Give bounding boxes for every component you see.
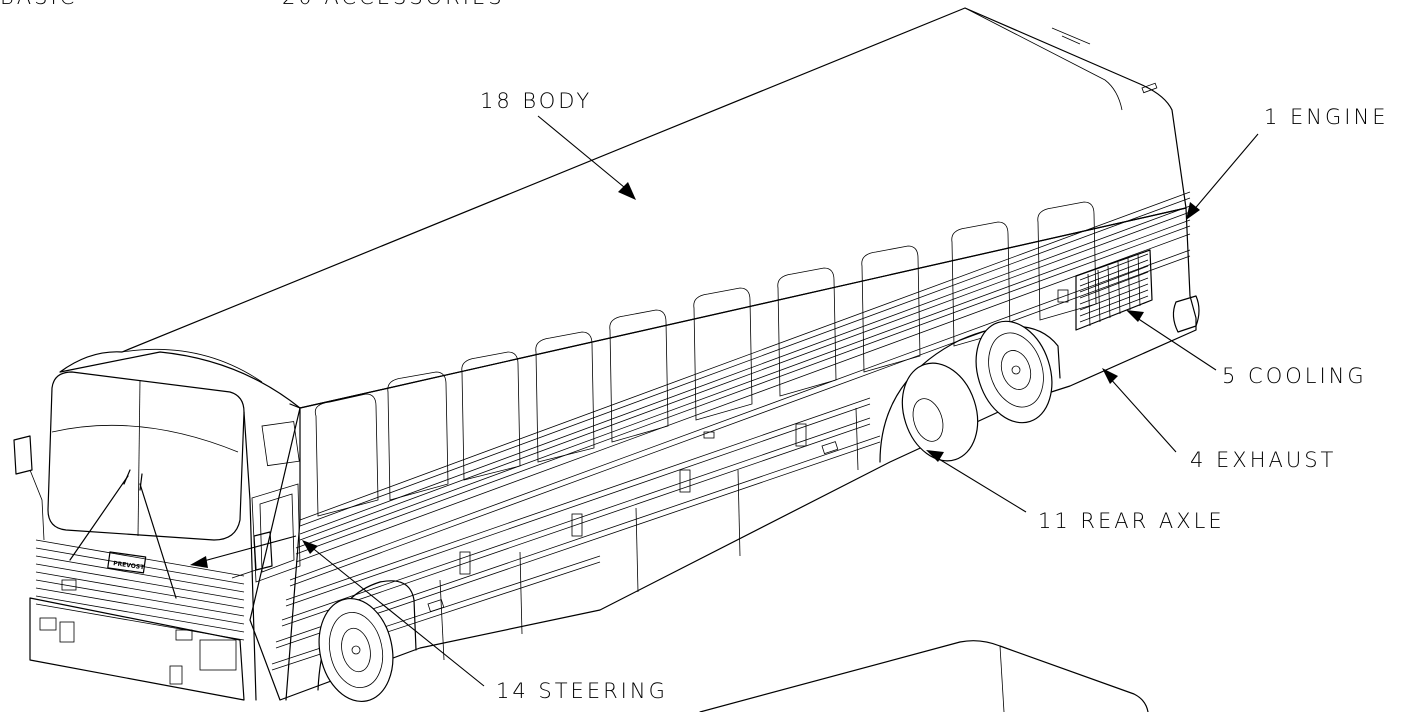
callout-steering: 14 STEERING — [496, 679, 668, 703]
callout-leaders — [190, 115, 1259, 687]
mirror-right — [253, 531, 273, 571]
second-vehicle-roof — [699, 640, 1149, 712]
brand-badge: PREVOST — [113, 560, 146, 571]
rear-wheels — [901, 320, 1053, 462]
callout-labels: 18 BODY 1 ENGINE 5 COOLING 4 EXHAUST 11 … — [480, 89, 1388, 703]
callout-rear-axle: 11 REAR AXLE — [1038, 509, 1225, 533]
rear-wheel-arch — [879, 325, 1061, 463]
side-trim-strips — [271, 191, 1191, 671]
header-left-text: BASIC — [0, 0, 77, 9]
baggage-doors — [427, 289, 1069, 661]
header-right-text: 20 ACCESSORIES — [282, 0, 505, 9]
wiper-right — [139, 483, 177, 599]
side-windows — [314, 201, 1097, 517]
bus-side — [249, 207, 1197, 701]
engine-grille — [1075, 249, 1153, 331]
callout-exhaust: 4 EXHAUST — [1190, 448, 1336, 472]
callout-engine: 1 ENGINE — [1264, 105, 1388, 129]
bus-front: PREVOST — [13, 371, 301, 701]
bus-illustration: PREVOST — [13, 7, 1200, 712]
windshield — [47, 371, 245, 541]
bus-roof — [59, 7, 1187, 409]
mirror-left — [13, 435, 33, 475]
callout-body: 18 BODY — [480, 89, 592, 113]
callout-cooling: 5 COOLING — [1222, 364, 1367, 388]
wiper-left — [69, 475, 129, 561]
front-wheel — [318, 597, 394, 703]
